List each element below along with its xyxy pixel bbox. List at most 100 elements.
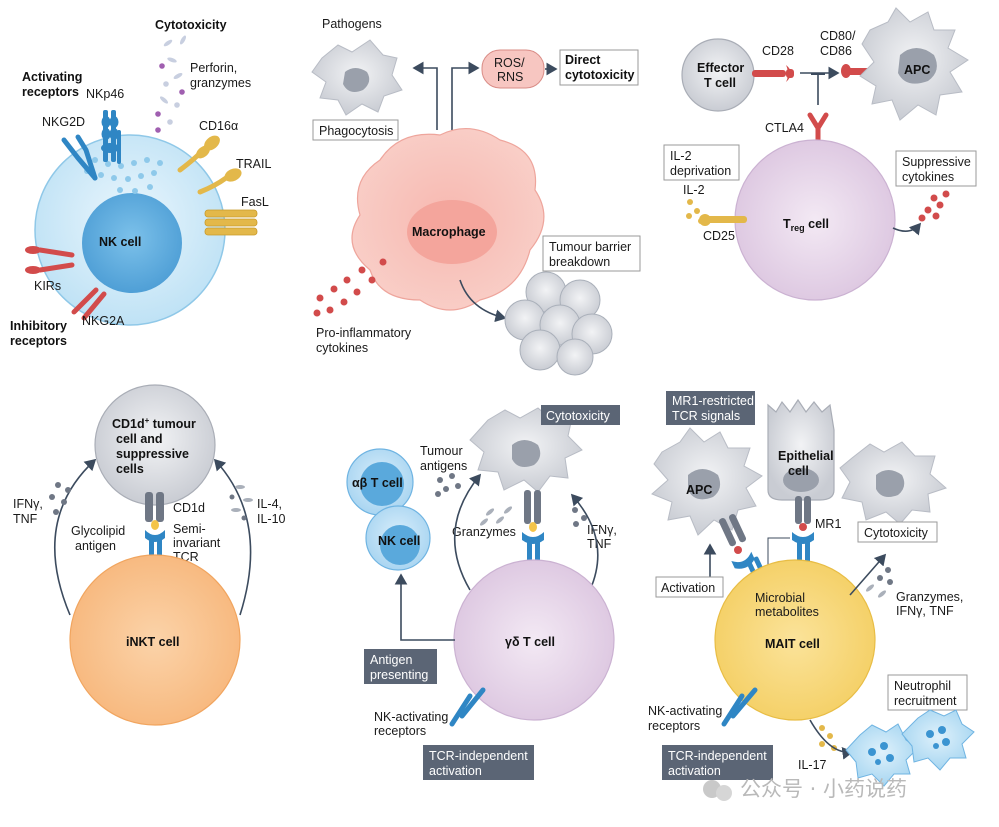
gd-cytotoxicity-label: Cytotoxicity	[546, 409, 611, 423]
gd-nk-cell-label: NK cell	[378, 534, 420, 548]
perforin-label-2: granzymes	[190, 76, 251, 90]
watermark: 公众号 · 小药说药	[703, 777, 907, 801]
kirs-label: KIRs	[34, 279, 61, 293]
gd-ifng-dots	[572, 507, 587, 527]
antigen-presenting-label-1: Antigen	[370, 653, 412, 667]
mait-apc-label: APC	[686, 483, 712, 497]
epithelial-cell	[767, 398, 835, 501]
gd-nk-activating-label-2: receptors	[374, 724, 426, 738]
phagocytosis-label: Phagocytosis	[319, 124, 393, 138]
mait-tcr-independent-label-1: TCR-independent	[668, 749, 767, 763]
epithelial-label-1: Epithelial	[778, 449, 834, 463]
il2-label: IL-2	[683, 183, 705, 197]
neutrophil-label-2: recruitment	[894, 694, 957, 708]
mait-tcr-independent-label-2: activation	[668, 764, 721, 778]
mait-apc-nucleus	[688, 469, 721, 500]
treg-panel: Effector T cell CD28 CD80/ CD86 APC CTLA…	[663, 7, 977, 301]
gd-tumour-antigens-label-1: Tumour	[420, 444, 463, 458]
trail-label: TRAIL	[236, 157, 271, 171]
gd-granzymes-label: Granzymes	[452, 525, 516, 539]
mait-panel: MR1-restricted TCR signals APC Epithelia…	[648, 391, 975, 787]
inkt-ifng-label-2: TNF	[13, 512, 38, 526]
mait-granzymes-label-2: IFNγ, TNF	[896, 604, 954, 618]
macrophage-nucleus	[407, 200, 497, 264]
watermark-text: 公众号 · 小药说药	[740, 777, 907, 801]
mr1-label: MR1	[815, 517, 841, 531]
gd-tcr-independent-label-1: TCR-independent	[429, 749, 528, 763]
glycolipid-label-1: Glycolipid	[71, 524, 125, 538]
mait-cytotoxicity-arrow	[849, 553, 887, 596]
gd-cytotoxicity-box	[541, 405, 620, 425]
gd-left-arrow	[453, 473, 482, 591]
cd16a-label: CD16α	[199, 119, 238, 133]
cd80-label-2: CD86	[820, 44, 852, 58]
gd-tumour-nucleus	[512, 440, 541, 467]
ab-t-cell-nucleus	[360, 462, 404, 506]
mait-tcr-independent-box	[662, 745, 773, 780]
apc-label: APC	[904, 63, 930, 77]
direct-cytotoxicity-label-2: cytotoxicity	[565, 68, 635, 82]
tumour-cell-cluster	[504, 271, 613, 376]
perforin-granules	[155, 35, 187, 133]
cd80-label-1: CD80/	[820, 29, 856, 43]
tumour-barrier-box	[542, 235, 641, 272]
il4-il10-dots-inkt	[229, 485, 253, 521]
neutrophil-nuclei	[868, 726, 950, 765]
activating-receptors-label-2: receptors	[22, 85, 79, 99]
gd-ifng-label-2: TNF	[587, 537, 612, 551]
direct-cytotoxicity-label-1: Direct	[565, 53, 601, 67]
tumour-label-1: CD1d+ tumour	[112, 416, 196, 431]
suppressive-cytokines-arrow	[892, 222, 922, 236]
neutrophil-label-1: Neutrophil	[894, 679, 951, 693]
il17-label: IL-17	[798, 758, 827, 772]
mait-granzymes-label-1: Granzymes,	[896, 590, 963, 604]
mait-cytotoxicity-label: Cytotoxicity	[864, 526, 929, 540]
apc-nucleus	[898, 48, 937, 84]
il2-deprivation-box	[663, 144, 740, 181]
mait-nk-activating-label-2: receptors	[648, 719, 700, 733]
antigen-presenting-arrow	[394, 573, 455, 641]
mait-nk-activating-label-1: NK-activating	[648, 704, 722, 718]
inhibitory-receptors-label-1: Inhibitory	[10, 319, 67, 333]
microbial-label-2: metabolites	[755, 605, 819, 619]
gd-tcr-independent-label-2: activation	[429, 764, 482, 778]
macrophage-panel: Pathogens Phagocytosis ROS/ RNS Direct c…	[311, 17, 641, 376]
kirs-receptor	[25, 246, 75, 274]
effector-label-1: Effector	[697, 61, 744, 75]
microbial-metabolite-pointer	[767, 537, 790, 570]
pro-inflammatory-label-2: cytokines	[316, 341, 368, 355]
nkg2d-label: NKG2D	[42, 115, 85, 129]
mait-activation-label: Activation	[661, 581, 715, 595]
mr1-tcr-label-1: MR1-restricted	[672, 394, 754, 408]
nkg2a-label: NKG2A	[82, 314, 125, 328]
mait-target-nucleus	[876, 470, 905, 497]
microbial-metabolite-epi	[799, 523, 807, 531]
nkg2a-receptor	[71, 287, 107, 321]
epithelial-label-2: cell	[788, 464, 809, 478]
epithelial-nucleus	[783, 468, 819, 492]
nk-cell-nucleus	[82, 193, 182, 293]
tumour-label-2: cell and	[116, 432, 163, 446]
ros-label-1: ROS/	[494, 56, 525, 70]
il2-deprivation-label-2: deprivation	[670, 164, 731, 178]
suppressive-cytokines-label-2: cytokines	[902, 170, 954, 184]
nkp46-label: NKp46	[86, 87, 124, 101]
phagocytosis-box	[312, 119, 399, 141]
inkt-right-arrow	[213, 458, 252, 616]
gd-antigen	[529, 522, 537, 532]
cd1d-molecule	[145, 492, 164, 522]
nkg2d-receptor	[61, 134, 98, 181]
gd-tumour-antigens-label-2: antigens	[420, 459, 467, 473]
mr1-tcr-box	[666, 391, 755, 425]
inkt-il4-label-2: IL-10	[257, 512, 286, 526]
gd-nk-cell-nucleus	[380, 525, 420, 565]
cd1d-tumour-cell	[94, 384, 216, 506]
direct-cytotoxicity-box	[559, 49, 639, 86]
ifng-tnf-dots-inkt	[49, 482, 71, 515]
nk-cell-label: NK cell	[99, 235, 141, 249]
gd-panel: Cytotoxicity Tumour antigens αβ T cell N…	[346, 405, 620, 780]
microbial-metabolite-apc	[734, 546, 742, 554]
mait-nk-activating-receptor	[721, 687, 758, 727]
effector-label-2: T cell	[704, 76, 736, 90]
ros-label-2: RNS	[497, 70, 523, 84]
